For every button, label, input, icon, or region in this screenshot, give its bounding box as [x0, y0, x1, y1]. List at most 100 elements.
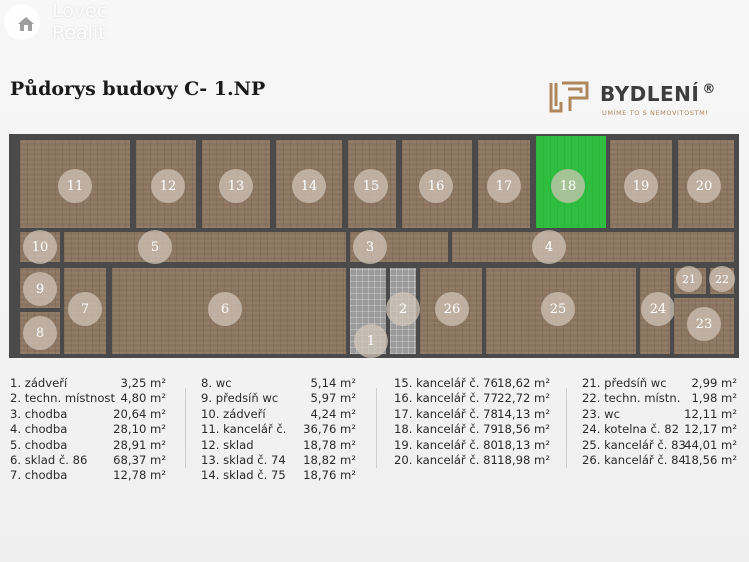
- legend-room-name: 13. sklad č. 74: [201, 452, 286, 467]
- legend-room-name: 10. zádveří: [201, 406, 266, 421]
- legend-room-name: 17. kancelář č. 78: [394, 406, 498, 421]
- watermark: Lovec Realit: [0, 0, 140, 48]
- logo-name: BYDLENÍ®: [600, 82, 716, 106]
- watermark-line2: Realit: [52, 22, 106, 44]
- legend-room-area: 12,78 m²: [113, 468, 166, 483]
- legend-column-1: 1. zádveří 3,25 m² 2. techn. místnost 4,80 …: [10, 376, 166, 484]
- room-number-badge: 19: [624, 169, 658, 203]
- legend-room-name: 5. chodba: [10, 437, 68, 452]
- room-number-badge: 26: [435, 292, 469, 326]
- legend-room-area: 3,25 m²: [120, 376, 166, 390]
- watermark-line1: Lovec: [52, 0, 108, 22]
- watermark-text: Lovec Realit: [52, 0, 107, 44]
- room-number-badge: 18: [551, 169, 585, 203]
- legend-room-area: 5,14 m²: [310, 376, 356, 390]
- legend-room-name: 20. kancelář č. 81: [394, 452, 498, 467]
- legend-room-area: 20,64 m²: [113, 406, 166, 421]
- legend-row: 2. techn. místnost 4,80 m²: [10, 391, 166, 406]
- logo-tagline: UMÍME TO S NEMOVITOSTMI: [602, 109, 708, 117]
- logo-name-text: BYDLENÍ: [600, 82, 700, 106]
- room-number-badge: 8: [23, 316, 57, 350]
- legend-row: 1. zádveří 3,25 m²: [10, 376, 166, 391]
- room-number-badge: 17: [487, 169, 521, 203]
- legend-room-area: 18,56 m²: [684, 452, 737, 467]
- legend-row: 8. wc 5,14 m²: [201, 376, 356, 391]
- legend-divider: [376, 388, 377, 468]
- legend-room-name: 2. techn. místnost: [10, 391, 115, 406]
- legend-room-name: 14. sklad č. 75: [201, 468, 286, 483]
- legend-room-name: 8. wc: [201, 376, 232, 390]
- room-17: [478, 140, 530, 228]
- legend-room-area: 22,72 m²: [497, 391, 550, 406]
- legend-room-name: 9. předsíň wc: [201, 391, 279, 406]
- legend-room-name: 4. chodba: [10, 422, 68, 437]
- room-number-badge: 5: [138, 230, 172, 264]
- room-number-badge: 20: [687, 169, 721, 203]
- legend-room-area: 12,11 m²: [684, 406, 737, 421]
- legend-room-area: 28,10 m²: [113, 422, 166, 437]
- legend-room-name: 22. techn. místn.: [582, 391, 681, 406]
- room-number-badge: 13: [219, 169, 253, 203]
- room-number-badge: 7: [68, 292, 102, 326]
- room-number-badge: 16: [419, 169, 453, 203]
- legend-row: 4. chodba 28,10 m²: [10, 422, 166, 437]
- legend-room-area: 18,62 m²: [497, 376, 550, 390]
- legend-room-name: 12. sklad: [201, 437, 254, 452]
- legend-room-name: 23. wc: [582, 406, 620, 421]
- legend-room-area: 18,98 m²: [497, 452, 550, 467]
- room-number-badge: 12: [151, 169, 185, 203]
- room-number-badge: 10: [23, 230, 57, 264]
- legend-room-name: 7. chodba: [10, 468, 68, 483]
- legend-room-area: 28,91 m²: [113, 437, 166, 452]
- room-number-badge: 6: [208, 292, 242, 326]
- registered-mark: ®: [702, 82, 716, 97]
- legend-room-area: 4,24 m²: [310, 406, 356, 421]
- legend-room-name: 1. zádveří: [10, 376, 68, 390]
- room-number-badge: 24: [641, 292, 675, 326]
- legend-room-area: 14,13 m²: [497, 406, 550, 421]
- legend-divider: [566, 388, 567, 468]
- page-title: Půdorys budovy C- 1.NP: [10, 78, 266, 100]
- room-number-badge: 1: [354, 324, 388, 358]
- legend-row: 5. chodba 28,91 m²: [10, 438, 166, 453]
- legend-room-area: 12,17 m²: [684, 422, 737, 437]
- legend-row: 13. sklad č. 74 18,82 m²: [201, 453, 356, 468]
- room-number-badge: 23: [687, 307, 721, 341]
- legend-room-area: 18,76 m²: [303, 468, 356, 483]
- legend-row: 23. wc 12,11 m²: [582, 407, 737, 422]
- legend-room-area: 18,56 m²: [497, 422, 550, 437]
- room-number-badge: 11: [58, 169, 92, 203]
- room-number-badge: 2: [386, 292, 420, 326]
- room-5: [64, 232, 346, 262]
- legend-room-name: 18. kancelář č. 79: [394, 422, 498, 437]
- legend-room-area: 1,98 m²: [691, 391, 737, 406]
- room-number-badge: 15: [354, 169, 388, 203]
- room-number-badge: 22: [709, 266, 735, 292]
- legend-room-area: 18,82 m²: [303, 452, 356, 467]
- legend-room-area: 68,37 m²: [113, 452, 166, 467]
- legend-room-area: 36,76 m²: [303, 422, 356, 437]
- legend-row: 11. kancelář č.36,76 m²: [201, 422, 356, 437]
- bydleni-logo: BYDLENÍ® UMÍME TO S NEMOVITOSTMI: [548, 80, 738, 122]
- house-icon: [4, 4, 40, 40]
- legend-room-name: 25. kancelář č. 83: [582, 437, 686, 452]
- legend-room-area: 4,80 m²: [120, 391, 166, 406]
- legend-row: 22. techn. místn. 1,98 m²: [582, 391, 737, 406]
- legend-row: 10. zádveří 4,24 m²: [201, 407, 356, 422]
- room-number-badge: 4: [532, 230, 566, 264]
- legend-divider: [185, 388, 186, 468]
